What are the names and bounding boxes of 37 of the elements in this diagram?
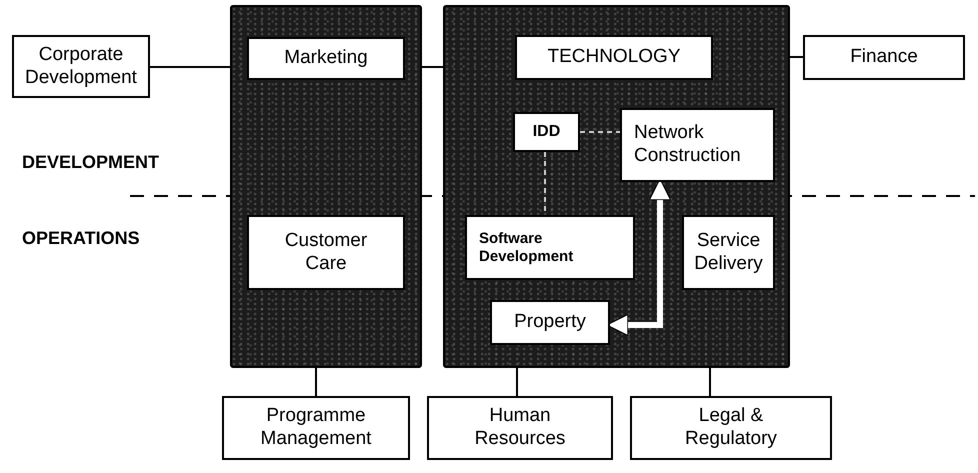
department-box bbox=[630, 396, 832, 460]
department-name: Property bbox=[514, 311, 586, 334]
department-box bbox=[222, 396, 410, 460]
department-box bbox=[490, 300, 610, 345]
connector-line bbox=[150, 66, 230, 68]
department-box bbox=[247, 215, 405, 290]
department-box bbox=[12, 35, 150, 98]
department-box bbox=[427, 396, 613, 460]
phase-label: DEVELOPMENT bbox=[22, 152, 160, 173]
department-name: Software Development bbox=[479, 230, 574, 266]
department-name: Legal & Regulatory bbox=[684, 405, 778, 451]
department-box bbox=[803, 35, 965, 80]
department-name: Corporate Development bbox=[24, 44, 138, 90]
department-box bbox=[682, 215, 775, 290]
connector-line bbox=[790, 56, 803, 58]
department-panel bbox=[230, 5, 422, 368]
department-panel bbox=[443, 5, 790, 368]
phase-label: OPERATIONS bbox=[22, 228, 140, 249]
department-box bbox=[515, 35, 713, 80]
department-name: Service Delivery bbox=[693, 230, 764, 276]
connector-line bbox=[315, 368, 317, 396]
connector-line bbox=[580, 131, 620, 133]
connector-line bbox=[422, 66, 443, 68]
department-box bbox=[620, 108, 775, 182]
department-name: Human Resources bbox=[474, 405, 566, 451]
department-name: TECHNOLOGY bbox=[547, 46, 681, 69]
connector-line bbox=[516, 368, 518, 396]
department-box bbox=[465, 215, 635, 280]
department-name: Customer Care bbox=[284, 230, 368, 276]
department-box bbox=[247, 37, 405, 80]
department-name: Network Construction bbox=[634, 122, 742, 168]
connector-line bbox=[709, 368, 711, 396]
department-name: IDD bbox=[532, 122, 560, 142]
department-name: Finance bbox=[850, 46, 918, 69]
department-box bbox=[513, 112, 580, 152]
department-name: Programme Management bbox=[260, 405, 372, 451]
department-name: Marketing bbox=[284, 47, 368, 70]
